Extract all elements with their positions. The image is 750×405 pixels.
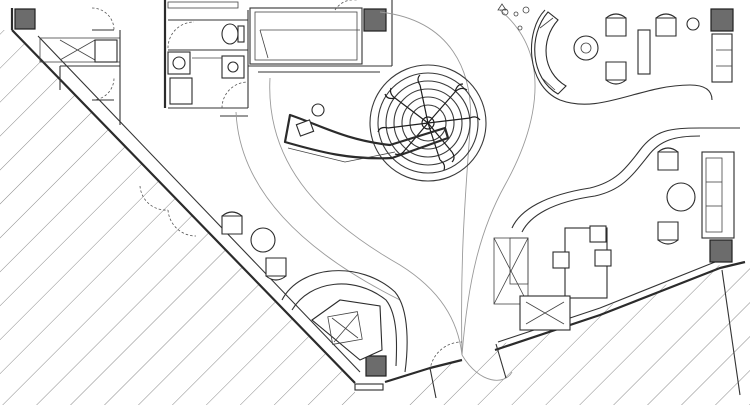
sofa-icon: [711, 33, 733, 83]
exterior-hatch-left: [0, 30, 355, 405]
side-table: [637, 29, 651, 75]
planter-ring: [385, 80, 471, 166]
door-leaf: [495, 343, 507, 379]
reception-desk: [283, 113, 450, 160]
bar-counter: [254, 11, 358, 61]
toilet-tank: [237, 25, 245, 43]
door-swing-icon: [167, 209, 197, 237]
plant-icon: [580, 42, 592, 54]
sofa-arm: [539, 17, 556, 91]
reception-desk-edge: [287, 147, 396, 163]
cabinet-box: [94, 39, 118, 63]
bar-block: [249, 7, 363, 65]
bottom-left-seating: [139, 185, 287, 281]
toilet-icon: [221, 23, 239, 45]
central-planter: [369, 64, 487, 182]
planter-ring: [401, 96, 455, 150]
top-right-lounge: [497, 3, 733, 105]
door-swing-icon: [91, 77, 115, 101]
kiosk-cross: [331, 313, 359, 343]
storage-unit: [509, 237, 529, 285]
sofa-seat: [705, 157, 723, 233]
planter-ring: [409, 104, 447, 142]
meeting-boundary: [511, 127, 740, 229]
planter-ring: [369, 64, 487, 182]
reception-counter: [283, 103, 450, 163]
coffee-table: [573, 35, 599, 61]
columns: [14, 8, 734, 377]
armchair-icon: [657, 221, 679, 245]
plant-icon: [686, 17, 700, 31]
sink-icon: [172, 56, 186, 70]
door-swing-icon: [167, 21, 195, 49]
guide-curve: [269, 77, 463, 356]
round-table: [250, 227, 276, 253]
sofa-icon: [534, 11, 567, 95]
service-rooms: [39, 0, 393, 125]
storage-cross: [493, 237, 529, 305]
door-swing-icon: [91, 7, 115, 31]
round-table: [666, 182, 696, 212]
armchair-icon: [605, 61, 627, 85]
door-leaf: [429, 367, 437, 399]
right-facade-wall: [494, 260, 746, 352]
bar-line: [259, 29, 269, 59]
reception-chair: [295, 119, 315, 137]
door-swing-icon: [334, 0, 357, 11]
kiosk-boundary: [281, 270, 408, 373]
diagonal-facade-inner: [37, 35, 361, 373]
column-icon: [365, 355, 387, 377]
planter-ring: [377, 72, 479, 174]
planter-ring: [393, 88, 463, 158]
armchair-icon: [655, 13, 677, 37]
guide-curve: [379, 11, 472, 356]
entrance-doors: [354, 341, 507, 399]
reception-lamp: [311, 103, 325, 117]
meeting-boundary-inner: [521, 135, 701, 233]
armchair-icon: [605, 13, 627, 37]
shelf-divider: [59, 39, 96, 61]
decor-icons: [497, 3, 530, 31]
kiosk-boundary-inner: [291, 283, 398, 367]
diagonal-facade-wall: [11, 29, 356, 384]
armchair-icon: [221, 211, 243, 235]
chair: [589, 225, 607, 243]
door-swing-icon: [139, 185, 169, 211]
lounge-boundary: [530, 9, 713, 105]
guide-curve: [235, 111, 401, 301]
sofa-icon: [701, 151, 735, 239]
meeting-area: [493, 127, 740, 331]
armchair-icon: [265, 257, 287, 281]
kiosk-box: [327, 311, 363, 345]
right-edge-wall: [721, 269, 741, 396]
column-icon: [709, 239, 733, 263]
door-swing-icon: [221, 81, 249, 109]
bottom-kiosk: [281, 270, 408, 373]
right-facade-inner: [497, 261, 716, 343]
chair: [552, 251, 570, 269]
chair: [594, 249, 612, 267]
sink-icon: [227, 61, 239, 73]
counter: [167, 1, 239, 9]
door-post: [354, 383, 384, 391]
display-cross: [525, 301, 565, 325]
guide-curve: [461, 354, 513, 381]
door-swing-icon: [429, 341, 463, 371]
bathtub: [169, 77, 193, 105]
column-icon: [710, 8, 734, 32]
column-icon: [14, 8, 36, 30]
column-icon: [363, 8, 387, 32]
armchair-icon: [657, 147, 679, 171]
